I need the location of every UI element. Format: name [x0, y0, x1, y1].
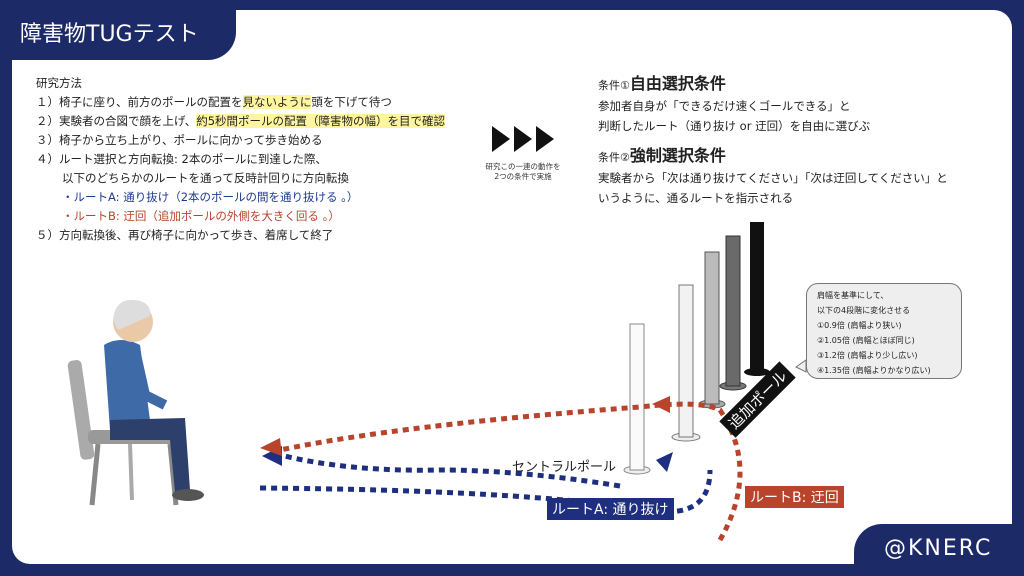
route-a-desc: ・ルートA: 通り抜け（2本のポールの間を通り抜ける 。） — [62, 190, 359, 204]
step-1: １）椅子に座り、前方のポールの配置を見ないように頭を下げて待つ — [36, 95, 392, 109]
condition-2: 条件②強制選択条件 実験者から「次は通り抜けてください」「次は迂回してください」… — [598, 146, 948, 208]
step-5: ５）方向転換後、再び椅子に向かって歩き、着席して終了 — [36, 228, 334, 242]
route-a-label: ルートA: 通り抜け — [547, 498, 674, 520]
step-4: ４）ルート選択と方向転換: 2本のポールに到達した際、 — [36, 152, 327, 166]
central-pole — [623, 323, 651, 475]
route-a-arrowhead-icon — [656, 452, 673, 472]
arrow-right-icon — [514, 126, 532, 152]
route-b-desc: ・ルートB: 迂回（追加ポールの外側を大きく回る 。） — [62, 209, 340, 223]
slide-title: 障害物TUGテスト — [0, 0, 236, 60]
arrow-note: 研究この一連の動作を — [485, 162, 561, 171]
method-list: 研究方法 １）椅子に座り、前方のポールの配置を見ないように頭を下げて待つ ２）実… — [36, 74, 446, 245]
cond1-line: 判断したルート（通り抜け or 迂回）を自由に選びぶ — [598, 119, 871, 133]
cond2-line: 実験者から「次は通り抜けてください」「次は迂回してください」と — [598, 171, 948, 185]
step-4-cont: 以下のどちらかのルートを通って反時計回りに方向転換 — [62, 171, 349, 185]
step-2: ２）実験者の合図で顔を上げ、約5秒間ポールの配置（障害物の幅）を目で確認 — [36, 114, 446, 128]
central-pole-label: セントラルポール — [512, 460, 617, 475]
extra-pole-2 — [698, 251, 726, 409]
route-b-label: ルートB: 迂回 — [745, 486, 844, 508]
seated-person-illustration — [67, 299, 204, 506]
route-a-return — [279, 452, 621, 489]
extra-pole-4 — [744, 222, 770, 376]
condition-1: 条件①自由選択条件 参加者自身が「できるだけ速くゴールできる」と 判断したルート… — [598, 74, 870, 136]
method-heading: 研究方法 — [36, 76, 82, 90]
extra-pole-3 — [719, 235, 747, 391]
cond1-line: 参加者自身が「できるだけ速くゴールできる」と — [598, 99, 851, 113]
route-b-arrowhead-icon — [260, 438, 282, 456]
cond2-line: いうように、通るルートを指示される — [598, 191, 794, 205]
arrow-right-icon — [536, 126, 554, 152]
brand-label: @KNERC — [854, 524, 1024, 576]
extra-pole-1 — [671, 284, 701, 442]
route-b-arrowhead-icon — [652, 396, 670, 413]
arrow-right-icon — [492, 126, 510, 152]
step-3: ３）椅子から立ち上がり、ポールに向かって歩き始める — [36, 133, 323, 147]
arrow-note: 2つの条件で実施 — [494, 172, 552, 181]
